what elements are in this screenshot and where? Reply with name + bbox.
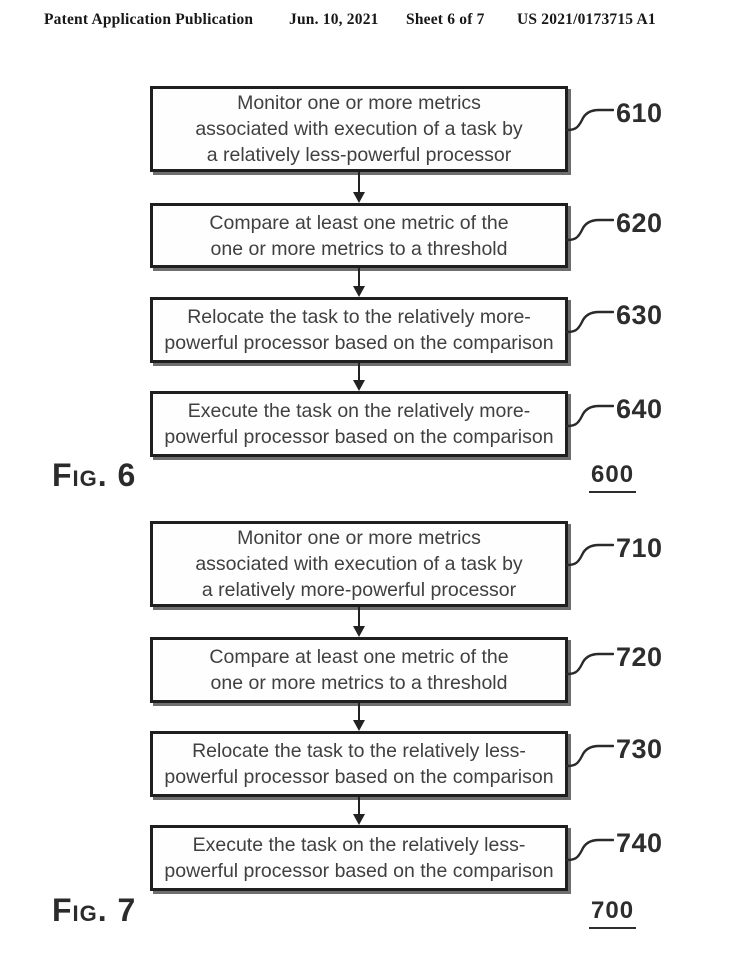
reference-number: 630 (616, 300, 663, 330)
reference-callout-720: 720 (566, 642, 676, 684)
callout-curve-icon (566, 310, 614, 334)
flow-arrow-down-icon (352, 268, 366, 297)
flowchart-step-740: Execute the task on the relatively less-… (150, 825, 568, 891)
callout-curve-icon (566, 744, 614, 768)
reference-number: 720 (616, 642, 663, 672)
header-publication-label: Patent Application Publication (44, 11, 254, 28)
callout-curve-icon (566, 108, 614, 132)
flowchart-step-610: Monitor one or more metrics associated w… (150, 86, 568, 172)
figure-7-label: Fig. 7 (52, 892, 137, 928)
flowchart-step-630: Relocate the task to the relatively more… (150, 297, 568, 363)
reference-callout-620: 620 (566, 208, 676, 250)
flow-arrow-down-icon (352, 797, 366, 825)
callout-curve-icon (566, 838, 614, 862)
step-text: Monitor one or more metrics associated w… (195, 527, 523, 601)
flowchart-step-720: Compare at least one metric of the one o… (150, 637, 568, 703)
callout-curve-icon (566, 652, 614, 676)
reference-callout-630: 630 (566, 300, 676, 342)
reference-callout-740: 740 (566, 828, 676, 870)
flow-arrow-down-icon (352, 703, 366, 731)
header-date: Jun. 10, 2021 (289, 11, 379, 28)
flowchart-step-620: Compare at least one metric of the one o… (150, 203, 568, 268)
callout-curve-icon (566, 543, 614, 567)
step-text: Execute the task on the relatively more-… (164, 400, 554, 448)
callout-curve-icon (566, 218, 614, 242)
flow-arrow-down-icon (352, 607, 366, 637)
step-text: Relocate the task to the relatively less… (164, 740, 554, 788)
reference-number: 730 (616, 734, 663, 764)
header-sheet-count: Sheet 6 of 7 (406, 11, 485, 28)
reference-number: 640 (616, 394, 663, 424)
figure-7-number: 700 (589, 897, 637, 929)
figure-6-number: 600 (589, 461, 637, 493)
step-text: Monitor one or more metrics associated w… (195, 92, 523, 166)
reference-number: 620 (616, 208, 663, 238)
flowchart-step-730: Relocate the task to the relatively less… (150, 731, 568, 797)
reference-number: 710 (616, 533, 663, 563)
step-text: Compare at least one metric of the one o… (209, 211, 509, 260)
flow-arrow-down-icon (352, 172, 366, 203)
step-text: Relocate the task to the relatively more… (164, 306, 554, 354)
figure-6-label: Fig. 6 (52, 457, 137, 493)
reference-number: 740 (616, 828, 663, 858)
flowchart-step-710: Monitor one or more metrics associated w… (150, 521, 568, 607)
header-patent-number: US 2021/0173715 A1 (517, 11, 656, 28)
reference-number: 610 (616, 98, 663, 128)
flowchart-step-640: Execute the task on the relatively more-… (150, 391, 568, 457)
reference-callout-710: 710 (566, 533, 676, 575)
step-text: Compare at least one metric of the one o… (209, 646, 509, 694)
callout-curve-icon (566, 404, 614, 428)
flow-arrow-down-icon (352, 363, 366, 391)
reference-callout-610: 610 (566, 98, 676, 140)
step-text: Execute the task on the relatively less-… (164, 834, 554, 882)
reference-callout-640: 640 (566, 394, 676, 436)
reference-callout-730: 730 (566, 734, 676, 776)
